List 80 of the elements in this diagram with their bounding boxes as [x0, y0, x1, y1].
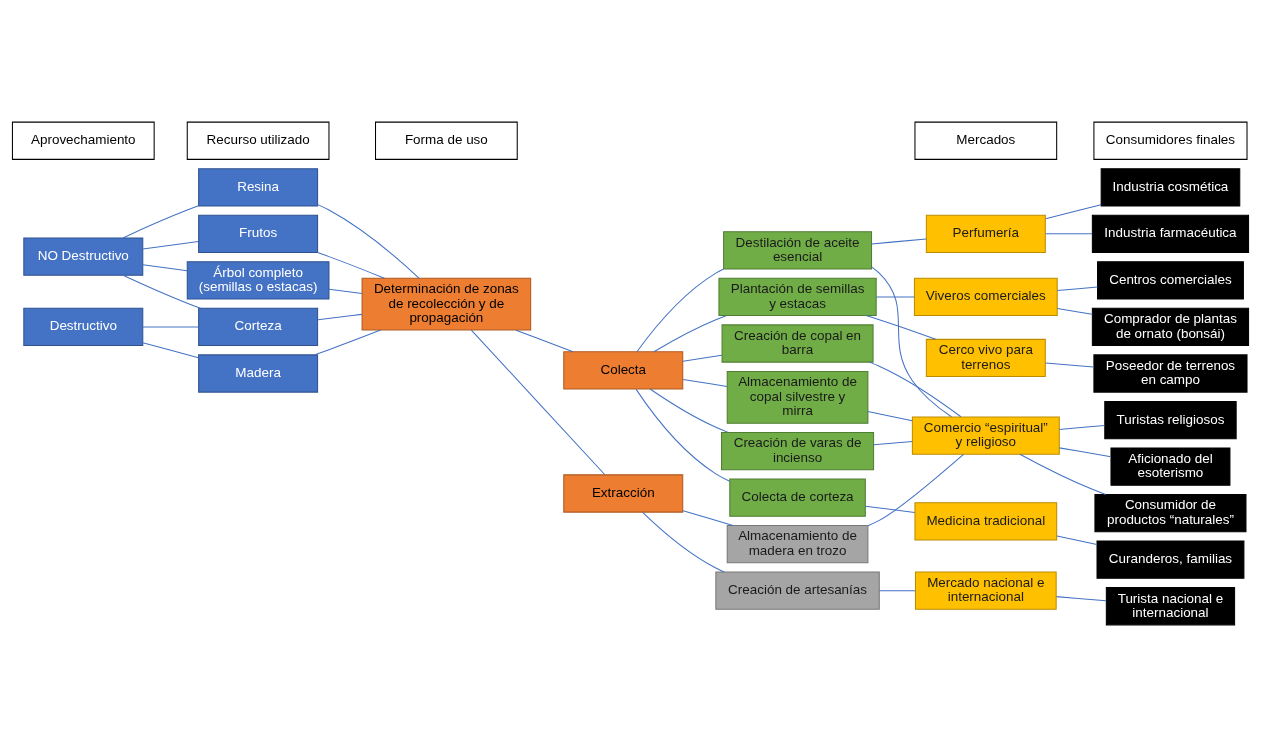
- connector: [328, 288, 363, 295]
- connector: [867, 411, 913, 422]
- node-box: Consumidor de productos “naturales”: [1094, 494, 1247, 533]
- connector: [653, 315, 727, 353]
- connector: [865, 505, 916, 513]
- connector: [317, 252, 385, 279]
- node-box: Industria cosmética: [1100, 168, 1241, 207]
- connector: [878, 590, 916, 592]
- node-box: Forma de uso: [375, 121, 518, 160]
- connector: [1056, 286, 1099, 292]
- node-box: Comprador de plantas de ornato (bonsái): [1091, 307, 1250, 347]
- node-box: Extracción: [563, 474, 684, 513]
- node-box: Aficionado del esoterismo: [1110, 447, 1231, 486]
- node-box: Recurso utilizado: [186, 121, 330, 160]
- node-box: Poseedor de terrenos en campo: [1093, 354, 1248, 393]
- node-box: Colecta de corteza: [729, 478, 866, 517]
- node-box: Curanderos, familias: [1096, 540, 1245, 579]
- node-box: Determinación de zonas de recolección y de propagación: [361, 277, 532, 331]
- connector: [873, 441, 913, 446]
- connector: [123, 274, 201, 309]
- node-box: Frutos: [198, 214, 319, 253]
- node-box: Aprovechamiento: [11, 121, 155, 160]
- connector: [875, 296, 915, 298]
- node-box: Centros comerciales: [1097, 261, 1244, 300]
- connector: [314, 329, 382, 356]
- connector: [682, 379, 728, 387]
- connector: [868, 361, 962, 418]
- connector: [1058, 447, 1112, 458]
- node-box: Industria farmacéutica: [1091, 214, 1250, 253]
- node-box: Plantación de semillas y estacas: [718, 277, 877, 317]
- connector: [1019, 453, 1107, 495]
- node-box: Destilación de aceite esencial: [723, 231, 873, 270]
- node-box: Perfumería: [925, 214, 1046, 253]
- connector: [317, 313, 363, 321]
- connector: [142, 264, 188, 272]
- connector: [682, 354, 723, 362]
- connector: [122, 205, 200, 239]
- connector: [636, 268, 725, 353]
- node-box: Destructivo: [23, 307, 144, 347]
- node-box: Turistas religiosos: [1104, 400, 1237, 440]
- connector: [871, 238, 927, 245]
- node-box: Mercado nacional e internacional: [914, 571, 1057, 610]
- connector: [1045, 204, 1102, 220]
- node-box: Creación de copal en barra: [721, 324, 874, 363]
- node-box: Consumidores finales: [1093, 121, 1248, 160]
- node-box: Madera: [198, 354, 319, 393]
- connector: [515, 329, 574, 353]
- node-box: Resina: [198, 168, 319, 207]
- node-box: Creación de varas de incienso: [721, 431, 875, 471]
- node-box: Corteza: [198, 307, 319, 347]
- node-box: Comercio “espiritual” y religioso: [911, 416, 1060, 455]
- connector: [649, 388, 729, 433]
- connector: [1055, 596, 1107, 602]
- node-box: NO Destructivo: [23, 237, 144, 276]
- node-box: Turista nacional e internacional: [1105, 587, 1236, 626]
- node-box: Medicina tradicional: [914, 502, 1058, 541]
- connector: [142, 326, 199, 328]
- connector: [867, 453, 965, 527]
- node-box: Viveros comerciales: [913, 277, 1058, 317]
- connector: [871, 266, 952, 418]
- node-box: Árbol completo (semillas o estacas): [186, 261, 330, 300]
- connector: [1045, 233, 1093, 235]
- connector: [682, 510, 734, 526]
- node-box: Colecta: [563, 351, 684, 390]
- node-box: Almacenamiento de madera en trozo: [726, 525, 869, 564]
- connector: [635, 388, 731, 482]
- connector: [1056, 535, 1098, 545]
- connector: [865, 315, 937, 340]
- connector: [470, 329, 606, 476]
- connector: [642, 511, 725, 573]
- connector: [317, 204, 420, 279]
- connector: [1045, 362, 1095, 368]
- connector: [1056, 308, 1093, 315]
- node-box: Mercados: [914, 121, 1058, 160]
- connector: [1058, 425, 1105, 430]
- connector: [142, 342, 199, 359]
- node-box: Creación de artesanías: [715, 571, 880, 610]
- node-box: Cerco vivo para terrenos: [925, 338, 1046, 378]
- connector: [142, 241, 199, 250]
- node-box: Almacenamiento de copal silvestre y mirra: [726, 370, 869, 424]
